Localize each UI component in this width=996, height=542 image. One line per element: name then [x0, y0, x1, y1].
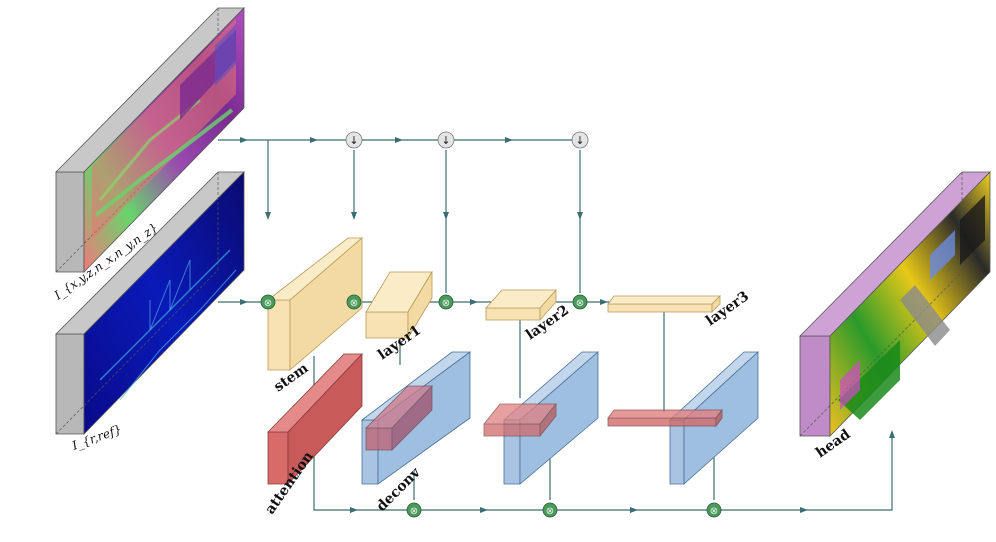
fuse-icon: ⊗ [442, 298, 450, 309]
head-output-frame [799, 171, 991, 437]
fuse-node-layer3: ⊗ [572, 294, 588, 310]
downsample-node-3: ↓ [571, 131, 589, 149]
downsample-arrow-icon: ↓ [349, 134, 358, 147]
fuse-icon: ⊗ [350, 298, 358, 309]
fuse-node-decoder-1: ⊗ [406, 502, 422, 518]
fuse-icon: ⊗ [546, 506, 554, 517]
layer3-block [607, 295, 721, 313]
fuse-node-decoder-3: ⊗ [706, 502, 722, 518]
layer1-block [365, 270, 433, 340]
attention-block-main [267, 352, 363, 486]
downsample-node-2: ↓ [437, 131, 455, 149]
attention-block-3 [607, 408, 723, 428]
geometry-input-image [92, 18, 236, 240]
fuse-icon: ⊗ [576, 298, 584, 309]
fuse-node-decoder-2: ⊗ [542, 502, 558, 518]
downsample-node-1: ↓ [345, 131, 363, 149]
fuse-icon: ⊗ [410, 506, 418, 517]
attention-block-2 [483, 402, 557, 438]
fuse-icon: ⊗ [710, 506, 718, 517]
downsample-arrow-icon: ↓ [441, 134, 450, 147]
fuse-icon: ⊗ [264, 298, 272, 309]
fuse-node-stem: ⊗ [260, 294, 276, 310]
layer2-block [485, 288, 557, 322]
reflectance-input-frame [55, 171, 245, 435]
stem-block [266, 237, 364, 371]
attention-block-1 [365, 385, 433, 451]
flow-connections [218, 137, 895, 513]
head-output-image [838, 195, 985, 420]
downsample-arrow-icon: ↓ [575, 134, 584, 147]
reflectance-input-image [99, 249, 237, 401]
fuse-node-layer1: ⊗ [346, 294, 362, 310]
fuse-node-layer2: ⊗ [438, 294, 454, 310]
